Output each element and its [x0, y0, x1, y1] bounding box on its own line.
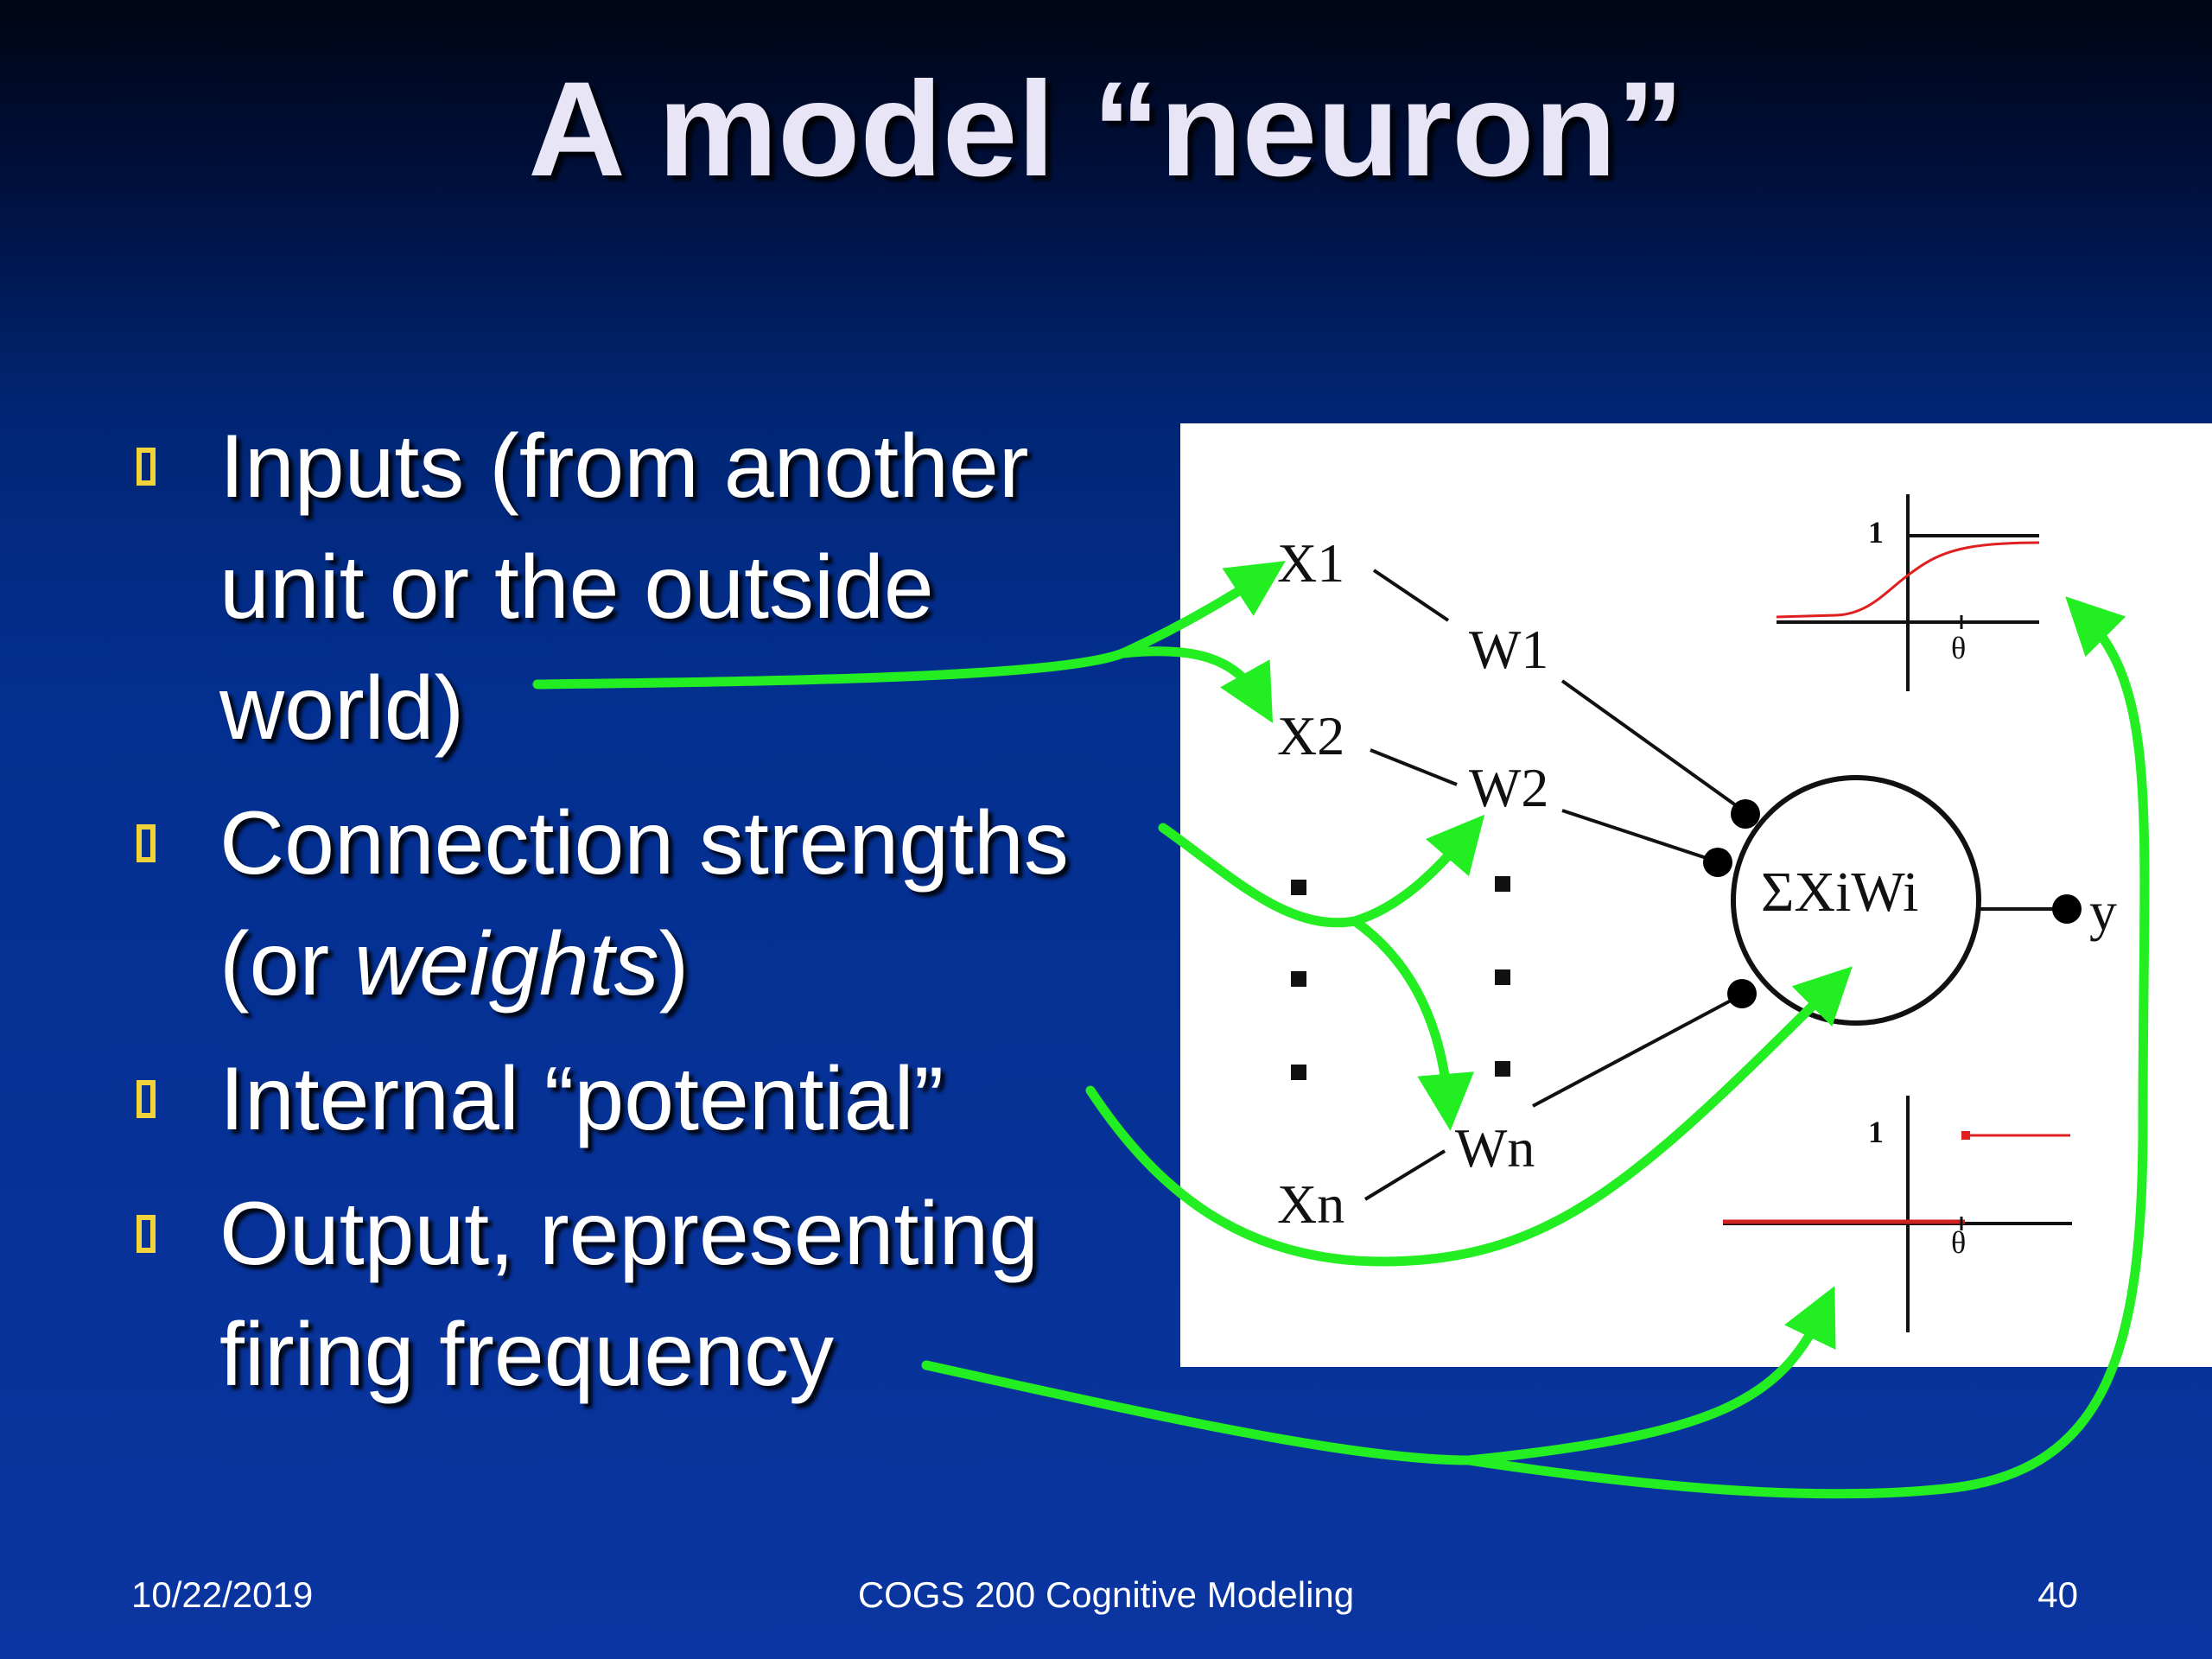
bullet-weights-emphasis: weights	[354, 914, 659, 1014]
synapse-dot	[1731, 799, 1760, 829]
bullet-output: Output, representing firing frequency	[130, 1173, 1166, 1415]
connection-xn-wn	[1363, 1149, 1446, 1201]
weight-label-wn: Wn	[1455, 1117, 1535, 1179]
ellipsis-dot	[1495, 969, 1510, 985]
bullet-output-line-1: Output, representing	[219, 1184, 1039, 1284]
bullet-inputs-line-3: world)	[219, 658, 465, 759]
neuron-diagram-panel: X1 X2 Xn W1 W2 Wn ΣXiWi y	[1180, 423, 2212, 1367]
sigmoid-y-tick: 1	[1868, 515, 1884, 550]
synapse-dot	[1703, 848, 1732, 877]
bullet-inputs-line-2: unit or the outside	[219, 537, 934, 638]
ellipsis-dot	[1291, 1065, 1306, 1080]
sigmoid-x-tick: θ	[1951, 631, 1966, 665]
connection-x2-w2	[1370, 748, 1458, 786]
bullet-square-icon	[137, 1215, 156, 1253]
bullet-weights-line-2: (or weights)	[219, 904, 1166, 1025]
step-activation-graph: 1 θ	[1723, 1096, 2072, 1332]
connection-wn-neuron	[1532, 992, 1745, 1108]
connection-w1-neuron	[1560, 679, 1747, 814]
bullet-weights: Connection strengths (or weights)	[130, 783, 1166, 1025]
sigmoid-activation-graph: 1 θ	[1776, 494, 2040, 691]
bullet-list: Inputs (from another unit or the outside…	[130, 406, 1166, 1415]
sum-label: ΣXiWi	[1761, 861, 1918, 924]
step-x-tick: θ	[1951, 1225, 1966, 1260]
footer-course-title: COGS 200 Cognitive Modeling	[857, 1574, 1355, 1615]
output-label-y: y	[2089, 880, 2117, 942]
footer-page-number: 40	[2037, 1574, 2078, 1615]
bullet-weights-suffix: )	[658, 914, 690, 1014]
output-dot	[2052, 894, 2082, 924]
synapse-dot	[1727, 979, 1757, 1008]
bullet-square-icon	[137, 1080, 156, 1118]
ellipsis-dot	[1291, 971, 1306, 987]
connection-w2-neuron	[1561, 809, 1720, 864]
bullet-square-icon	[137, 448, 156, 486]
bullet-weights-line-1: Connection strengths	[219, 793, 1069, 893]
step-threshold-marker	[1961, 1131, 1970, 1140]
ellipsis-dot	[1495, 1061, 1510, 1077]
weight-label-w1: W1	[1469, 619, 1548, 680]
bullet-output-line-2: firing frequency	[219, 1305, 835, 1405]
bullet-square-icon	[137, 824, 156, 862]
footer-date: 10/22/2019	[131, 1574, 314, 1615]
input-label-xn: Xn	[1277, 1173, 1344, 1235]
bullet-weights-prefix: (or	[219, 914, 354, 1014]
sigmoid-curve	[1776, 541, 2040, 619]
bullet-inputs-line-1: Inputs (from another	[219, 416, 1029, 517]
ellipsis-dot	[1291, 880, 1306, 895]
input-label-x1: X1	[1277, 532, 1344, 594]
weight-label-w2: W2	[1469, 757, 1548, 818]
bullet-inputs: Inputs (from another unit or the outside…	[130, 406, 1166, 769]
slide-title: A model “neuron”	[528, 54, 1684, 205]
neuron-diagram: X1 X2 Xn W1 W2 Wn ΣXiWi y	[1277, 494, 2117, 1332]
input-label-x2: X2	[1277, 705, 1344, 766]
bullet-potential: Internal “potential”	[130, 1039, 1166, 1160]
bullet-potential-line-1: Internal “potential”	[219, 1049, 944, 1149]
ellipsis-dot	[1495, 876, 1510, 892]
connection-x1-w1	[1372, 569, 1450, 622]
step-y-tick: 1	[1868, 1115, 1884, 1149]
